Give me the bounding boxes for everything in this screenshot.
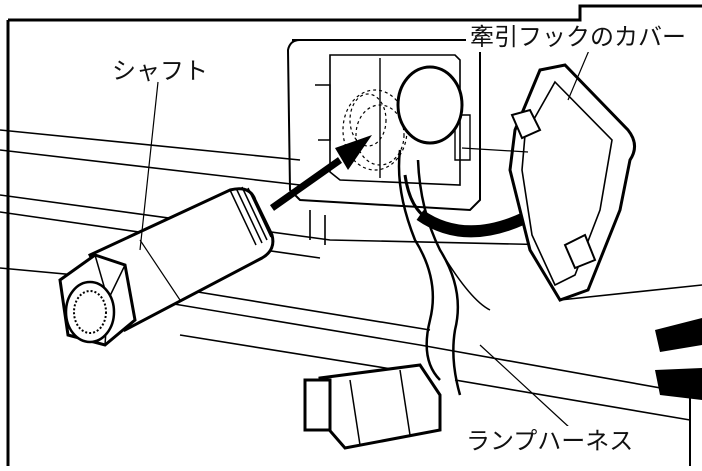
bumper-shadow-upper: [655, 318, 702, 352]
frame-top-edge: [8, 4, 702, 22]
leader-lines: [139, 47, 591, 429]
shaft: [58, 186, 275, 347]
label-shaft: シャフト: [112, 57, 208, 85]
tow-hook-cover: [508, 63, 636, 302]
lamp-harness-cable: [397, 149, 491, 396]
insert-arrow: [269, 135, 372, 211]
bumper-shadow-lower: [655, 368, 702, 400]
label-tow-hook-cover: 牽引フックのカバー: [466, 22, 690, 52]
label-lamp-harness: ランプハーネス: [462, 426, 638, 456]
harness-grommet: [396, 65, 464, 145]
lamp-harness-connector: [303, 363, 442, 450]
